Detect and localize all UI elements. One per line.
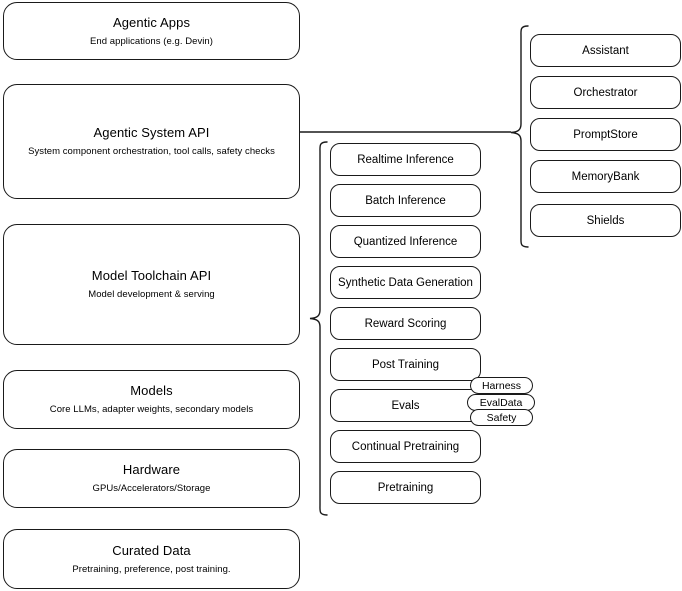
eval-badge-label: Harness: [481, 379, 522, 392]
capability-pretraining[interactable]: Pretraining: [330, 471, 481, 504]
eval-badge-label: EvalData: [479, 396, 523, 409]
capability-label: Reward Scoring: [364, 317, 447, 330]
capability-label: Quantized Inference: [353, 235, 458, 248]
layer-subtitle: System component orchestration, tool cal…: [28, 146, 275, 157]
layer-agentic-system-api[interactable]: Agentic System API System component orch…: [3, 84, 300, 199]
capability-evals[interactable]: Evals: [330, 389, 481, 422]
component-assistant[interactable]: Assistant: [530, 34, 681, 67]
eval-badge-harness[interactable]: Harness: [470, 377, 533, 394]
layer-title: Models: [130, 383, 173, 398]
capability-batch-inference[interactable]: Batch Inference: [330, 184, 481, 217]
layer-curated-data[interactable]: Curated Data Pretraining, preference, po…: [3, 529, 300, 589]
component-label: MemoryBank: [571, 170, 640, 183]
layer-hardware[interactable]: Hardware GPUs/Accelerators/Storage: [3, 449, 300, 508]
layer-title: Agentic Apps: [112, 14, 191, 30]
layer-subtitle: Model development & serving: [88, 289, 215, 300]
eval-badge-label: Safety: [486, 411, 517, 424]
capability-label: Evals: [391, 399, 420, 412]
layer-title: Hardware: [122, 462, 181, 477]
layer-models[interactable]: Models Core LLMs, adapter weights, secon…: [3, 370, 300, 429]
capability-quantized-inference[interactable]: Quantized Inference: [330, 225, 481, 258]
eval-badge-safety[interactable]: Safety: [470, 409, 533, 426]
capability-reward-scoring[interactable]: Reward Scoring: [330, 307, 481, 340]
brace-system-components: [510, 25, 529, 248]
component-label: Shields: [586, 214, 625, 227]
layer-subtitle: Pretraining, preference, post training.: [72, 563, 231, 575]
capability-label: Post Training: [371, 358, 440, 371]
capability-realtime-inference[interactable]: Realtime Inference: [330, 143, 481, 176]
capability-post-training[interactable]: Post Training: [330, 348, 481, 381]
component-orchestrator[interactable]: Orchestrator: [530, 76, 681, 109]
capability-synthetic-data-generation[interactable]: Synthetic Data Generation: [330, 266, 481, 299]
capability-label: Continual Pretraining: [351, 440, 460, 453]
layer-subtitle: Core LLMs, adapter weights, secondary mo…: [49, 404, 254, 415]
component-shields[interactable]: Shields: [530, 204, 681, 237]
component-promptstore[interactable]: PromptStore: [530, 118, 681, 151]
layer-subtitle: GPUs/Accelerators/Storage: [92, 483, 211, 494]
layer-agentic-apps[interactable]: Agentic Apps End applications (e.g. Devi…: [3, 2, 300, 60]
layer-subtitle: End applications (e.g. Devin): [90, 35, 213, 47]
layer-title: Agentic System API: [93, 125, 210, 140]
capability-label: Realtime Inference: [357, 153, 454, 166]
layer-title: Curated Data: [112, 542, 191, 558]
capability-label: Synthetic Data Generation: [338, 276, 473, 289]
capability-label: Pretraining: [377, 481, 434, 494]
component-label: PromptStore: [573, 128, 638, 141]
layer-model-toolchain-api[interactable]: Model Toolchain API Model development & …: [3, 224, 300, 345]
component-label: Orchestrator: [573, 86, 638, 99]
capability-continual-pretraining[interactable]: Continual Pretraining: [330, 430, 481, 463]
component-label: Assistant: [582, 44, 629, 57]
component-memorybank[interactable]: MemoryBank: [530, 160, 681, 193]
layer-title: Model Toolchain API: [91, 268, 212, 283]
capability-label: Batch Inference: [365, 194, 446, 207]
brace-toolchain-capabilities: [309, 141, 328, 516]
